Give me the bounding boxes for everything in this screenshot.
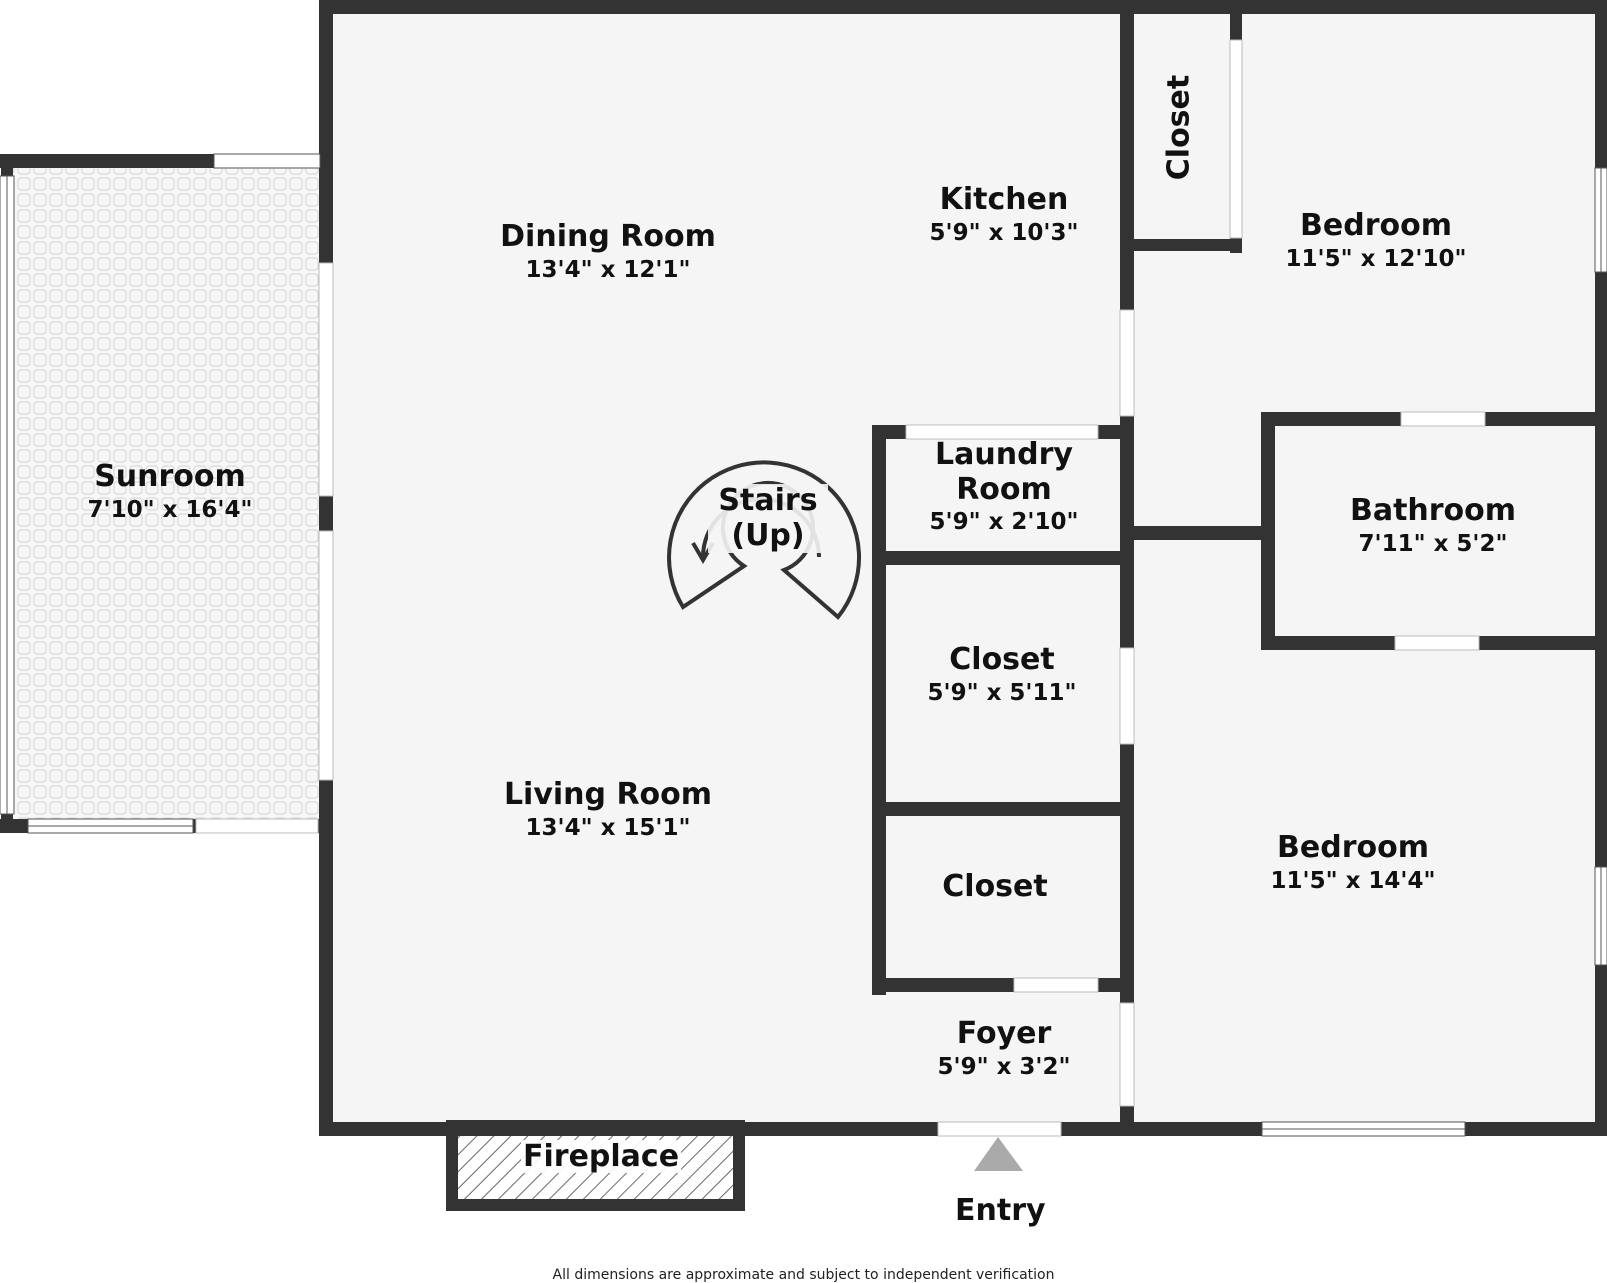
room-dims: 11'5" x 14'4" (1270, 867, 1436, 894)
room-label-bedroom-bottom: Bedroom 11'5" x 14'4" (1243, 830, 1463, 894)
room-dims: 13'4" x 15'1" (525, 814, 691, 841)
room-label-sunroom: Sunroom 7'10" x 16'4" (70, 459, 270, 523)
sunroom-floor (7, 161, 326, 825)
entry-label: Entry (955, 1193, 1046, 1228)
room-name: Closet (949, 642, 1055, 677)
room-dims: 5'9" x 5'11" (927, 679, 1077, 706)
room-label-stairs: Stairs (Up) (708, 483, 828, 553)
room-name: Sunroom (94, 459, 246, 494)
room-name: Closet (942, 869, 1048, 904)
room-label-closet-mid: Closet 5'9" x 5'11" (902, 642, 1102, 706)
room-label-closet-top: Closet (1161, 74, 1197, 181)
room-label-dining: Dining Room 13'4" x 12'1" (488, 219, 728, 283)
room-dims: 5'9" x 2'10" (929, 509, 1079, 535)
room-name: Bathroom (1349, 493, 1517, 528)
room-name: Bedroom (1277, 830, 1429, 865)
room-name-line2: Room (956, 471, 1052, 507)
room-dims: 7'11" x 5'2" (1358, 530, 1508, 557)
room-dims: 5'9" x 3'2" (937, 1053, 1071, 1080)
room-dims: 7'10" x 16'4" (87, 496, 253, 523)
windows-and-doors (0, 39, 1607, 1137)
room-label-laundry: Laundry Room 5'9" x 2'10" (904, 437, 1104, 535)
main-floor (326, 7, 1607, 1128)
room-name: Bedroom (1300, 208, 1452, 243)
footnote: All dimensions are approximate and subje… (552, 1267, 1055, 1283)
room-label-living: Living Room 13'4" x 15'1" (488, 777, 728, 841)
room-name: Living Room (503, 777, 713, 812)
room-name: Kitchen (939, 182, 1069, 217)
room-label-kitchen: Kitchen 5'9" x 10'3" (904, 182, 1104, 246)
room-label-foyer: Foyer 5'9" x 3'2" (904, 1016, 1104, 1080)
room-dims: 11'5" x 12'10" (1285, 245, 1467, 272)
room-label-closet-low: Closet (895, 869, 1095, 905)
room-label-bedroom-top: Bedroom 11'5" x 12'10" (1266, 208, 1486, 272)
room-dims: 13'4" x 12'1" (525, 256, 691, 283)
room-name: Dining Room (500, 219, 716, 254)
room-label-bathroom: Bathroom 7'11" x 5'2" (1323, 493, 1543, 557)
stairs-line1: Stairs (708, 483, 828, 519)
stairs-line2: (Up) (708, 518, 828, 553)
room-name: Foyer (956, 1016, 1052, 1051)
room-dims: 5'9" x 10'3" (929, 219, 1079, 246)
fireplace-label: Fireplace (521, 1139, 682, 1174)
room-name-line1: Laundry (935, 437, 1073, 472)
entry-arrow (974, 1137, 1023, 1171)
